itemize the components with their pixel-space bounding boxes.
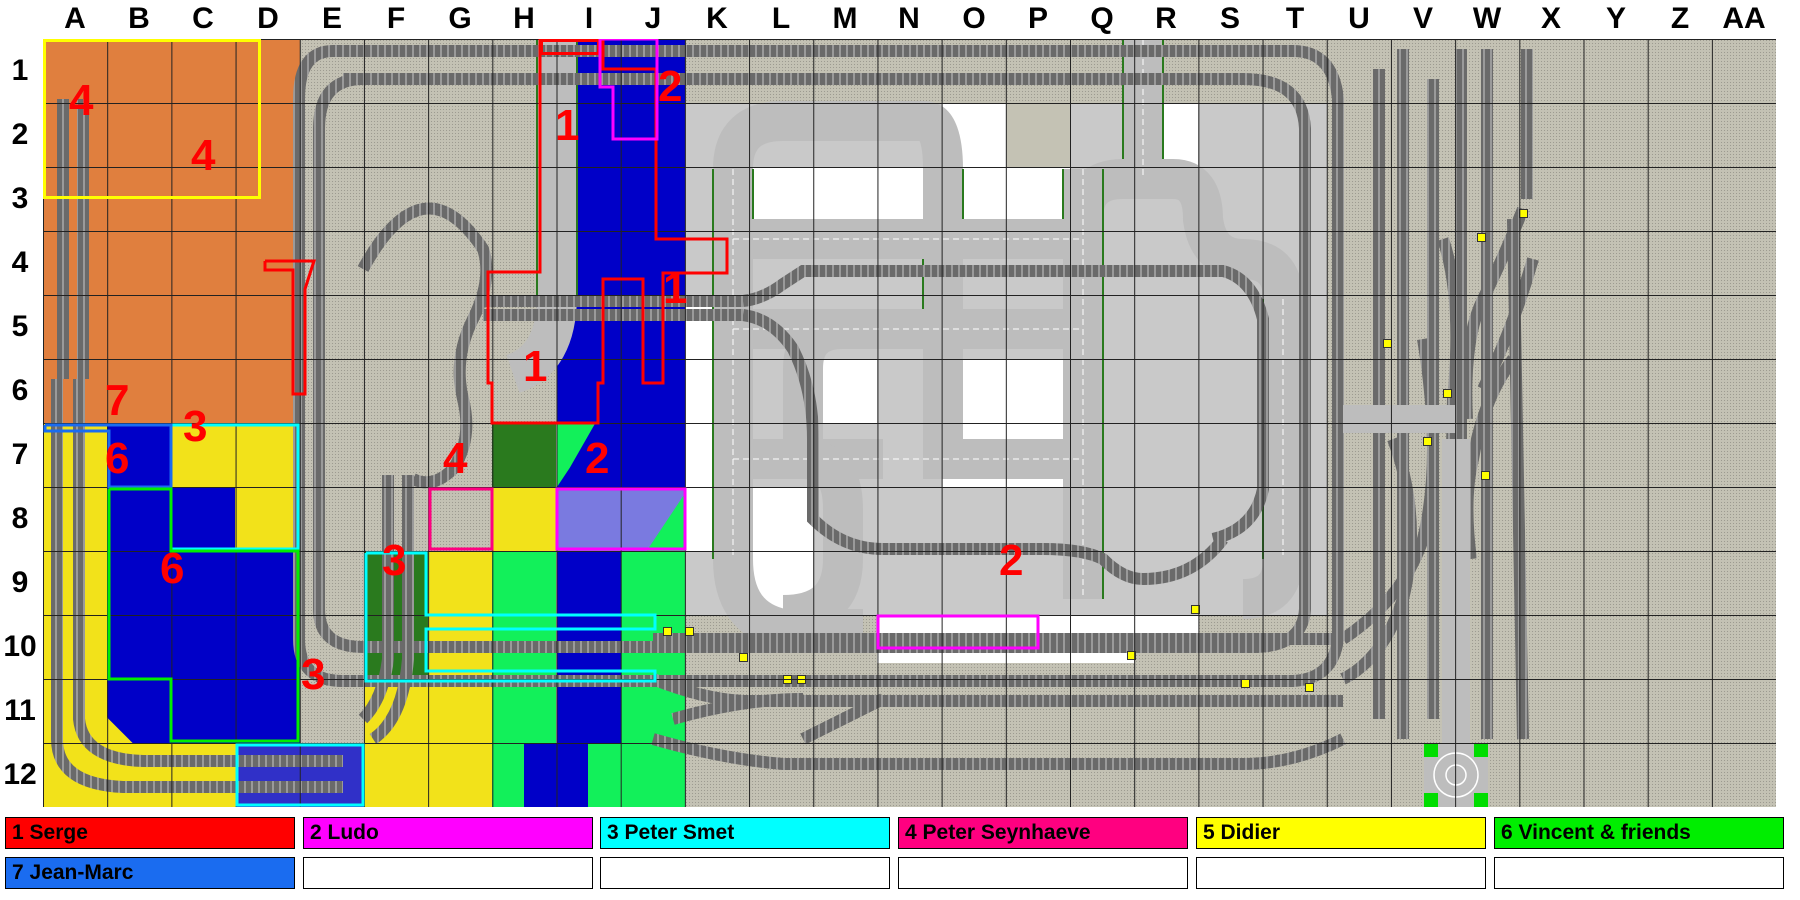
column-label: N <box>898 2 920 35</box>
column-label: L <box>771 2 791 35</box>
signal-icon <box>1127 651 1136 660</box>
column-label: E <box>321 2 342 35</box>
column-label: C <box>192 2 214 35</box>
legend-jean-marc: 7 Jean-Marc <box>5 857 295 889</box>
zone-number: 3 <box>183 402 208 451</box>
zone-outline-serge-j <box>540 39 600 55</box>
row-label: 9 <box>11 566 29 599</box>
row-label: 11 <box>4 694 36 727</box>
legend-empty <box>303 857 593 889</box>
column-label: K <box>706 2 728 35</box>
column-label: U <box>1348 2 1370 35</box>
signal-icon <box>663 627 672 636</box>
column-label: AA <box>1722 2 1766 35</box>
column-label: P <box>1027 2 1048 35</box>
column-label: S <box>1219 2 1240 35</box>
legend-peter-seynhaeve: 4 Peter Seynhaeve <box>898 817 1188 849</box>
signal-icon <box>739 653 748 662</box>
zone-number: 6 <box>105 434 130 483</box>
row-label: 4 <box>11 246 29 279</box>
legend-didier: 5 Didier <box>1196 817 1486 849</box>
signal-icon <box>783 675 792 684</box>
signal-icon <box>1191 605 1200 614</box>
signal-icon <box>1241 679 1250 688</box>
column-label: G <box>448 2 472 35</box>
zone-number: 2 <box>658 62 683 111</box>
zone-number: 1 <box>555 101 580 150</box>
column-label: Y <box>1605 2 1626 35</box>
row-label: 5 <box>11 310 29 343</box>
zone-number: 3 <box>382 536 407 585</box>
column-label: W <box>1472 2 1502 35</box>
layout-board: 4 4 2 1 1 1 7 3 6 4 2 6 3 2 3 <box>43 39 1776 807</box>
column-label: T <box>1285 2 1305 35</box>
row-label: 8 <box>11 502 29 535</box>
signal-icon <box>685 627 694 636</box>
row-label: 7 <box>11 438 29 471</box>
column-label: M <box>832 2 858 35</box>
road-network <box>505 39 1303 649</box>
zone-number: 6 <box>160 544 185 593</box>
zone-number: 1 <box>523 342 548 391</box>
row-label: 3 <box>11 182 29 215</box>
row-label: 2 <box>11 118 29 151</box>
column-label: A <box>64 2 86 35</box>
signal-icon <box>1383 339 1392 348</box>
signal-icon <box>1481 471 1490 480</box>
zone-number: 2 <box>999 536 1024 585</box>
signal-icon <box>1423 437 1432 446</box>
column-label: X <box>1540 2 1561 35</box>
zone-number: 4 <box>191 131 216 180</box>
row-label: 1 <box>11 54 29 87</box>
signal-icon <box>797 675 806 684</box>
legend-vincent: 6 Vincent & friends <box>1494 817 1784 849</box>
column-label: Q <box>1090 2 1114 35</box>
legend-serge: 1 Serge <box>5 817 295 849</box>
column-label: J <box>644 2 662 35</box>
roundabout <box>1424 743 1488 807</box>
column-label: O <box>962 2 986 35</box>
zone-number: 3 <box>301 650 326 699</box>
row-label: 12 <box>3 758 37 791</box>
column-label: V <box>1412 2 1433 35</box>
legend-empty <box>600 857 890 889</box>
row-label: 10 <box>3 630 37 663</box>
zone-number: 7 <box>105 376 130 425</box>
legend-ludo: 2 Ludo <box>303 817 593 849</box>
zone-number: 4 <box>443 434 468 483</box>
signal-icon <box>1477 233 1486 242</box>
column-label: Z <box>1670 2 1690 35</box>
zone-outline-didier <box>43 39 261 199</box>
column-label: H <box>513 2 535 35</box>
legend-peter-smet: 3 Peter Smet <box>600 817 890 849</box>
signal-icon <box>1305 683 1314 692</box>
column-label: F <box>386 2 406 35</box>
signal-icon <box>1443 389 1452 398</box>
column-label: D <box>257 2 279 35</box>
zone-number: 2 <box>585 434 610 483</box>
column-label: B <box>128 2 150 35</box>
zone-number: 1 <box>663 264 688 313</box>
signal-icon <box>1519 209 1528 218</box>
row-label: 6 <box>11 374 29 407</box>
zone-number: 4 <box>69 76 94 125</box>
column-label: I <box>584 2 594 35</box>
legend-empty <box>898 857 1188 889</box>
column-label: R <box>1155 2 1177 35</box>
legend-empty <box>1196 857 1486 889</box>
legend-empty <box>1494 857 1784 889</box>
